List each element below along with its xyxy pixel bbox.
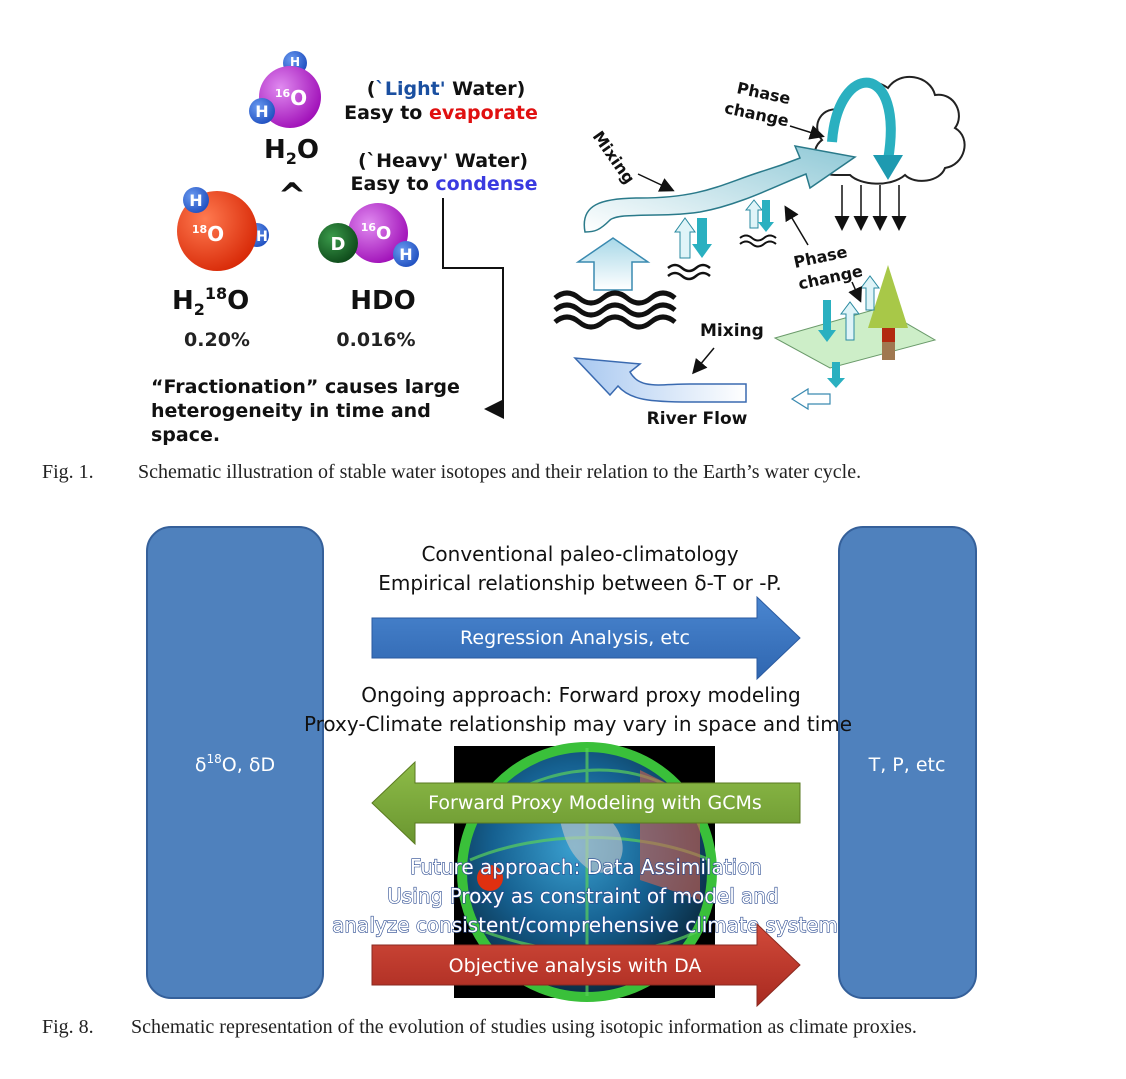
- river-flow-arrow: [573, 357, 747, 403]
- water-cycle: Phasechange Mixing Phasechange Mixing Ri…: [553, 75, 966, 429]
- h218o-oxygen-label: 18O: [192, 222, 224, 246]
- hdo-formula: HDO: [350, 286, 415, 316]
- molecule-hdo: D H 16O HDO 0.016%: [318, 203, 419, 351]
- gcm-globe-red-marker: [477, 865, 503, 891]
- forward-modeling-arrow-label: Forward Proxy Modeling with GCMs: [428, 792, 762, 814]
- data-assimilation-arrow-label: Objective analysis with DA: [449, 955, 702, 977]
- h218o-h-top-label: H: [189, 191, 202, 210]
- regression-arrow-label: Regression Analysis, etc: [460, 627, 690, 649]
- fig8-caption-number: Fig. 8.: [42, 1016, 94, 1038]
- fig1-caption: Schematic illustration of stable water i…: [138, 461, 861, 483]
- tree-trunk-bottom: [882, 340, 895, 360]
- river-flow-label: River Flow: [647, 409, 748, 429]
- proxy-box: [146, 526, 324, 999]
- fig1-caption-number: Fig. 1.: [42, 461, 94, 483]
- hdo-oxygen-label: 16O: [361, 221, 392, 244]
- small-waves-mid: [667, 263, 711, 281]
- ocean-waves: [553, 290, 677, 330]
- heavy-water-text: (`Heavy' Water) Easy to condense: [351, 150, 538, 195]
- hdo-deuterium: [318, 223, 358, 263]
- future-approach-text: Future approach: Data Assimilation Using…: [332, 854, 839, 937]
- up-arrow-mid: [674, 217, 696, 259]
- condensation-loop-head: [873, 155, 903, 180]
- molecule-h218o: H H 18O H218O 0.20%: [172, 187, 269, 351]
- fractionation-text: “Fractionation” causes large heterogenei…: [151, 376, 460, 446]
- evaporation-arrow: [575, 237, 651, 291]
- hdo-hydrogen: [393, 241, 419, 267]
- regression-arrow: [371, 595, 801, 681]
- phase-change-top-label: Phasechange: [723, 77, 796, 131]
- molecule-h2o: H H 16O H2O ^: [249, 51, 321, 216]
- mixing-top-pointer: [637, 173, 675, 192]
- mixing-bottom-label: Mixing: [700, 321, 764, 341]
- future-line-2: Using Proxy as constraint of model and: [387, 884, 779, 908]
- h218o-h-right-label: H: [256, 229, 268, 245]
- small-waves-right: [739, 234, 777, 248]
- land-up-arrow-1: [840, 301, 860, 341]
- runoff-left-arrow: [790, 387, 831, 411]
- down-arrow-right: [758, 200, 774, 232]
- h218o-formula: H218O: [172, 284, 249, 319]
- data-assimilation-arrow: [371, 922, 801, 1008]
- h2o-h-left-label: H: [255, 102, 268, 121]
- mixing-bottom-pointer: [692, 347, 715, 375]
- up-arrow-right: [744, 199, 764, 229]
- phase-change-mid-pointer: [784, 205, 809, 246]
- bracket-arrow: [442, 198, 504, 419]
- fractionation-line-1: “Fractionation” causes large: [151, 376, 460, 398]
- conventional-line-2: Empirical relationship between δ-T or -P…: [378, 571, 781, 595]
- future-line-1: Future approach: Data Assimilation: [410, 855, 762, 879]
- light-water-text: (`Light' Water) Easy to evaporate: [344, 78, 538, 124]
- land-down-arrow: [818, 300, 836, 342]
- ongoing-line-2: Proxy-Climate relationship may vary in s…: [304, 712, 852, 736]
- condensation-loop-arrow: [827, 77, 896, 161]
- light-water-title: (`Light' Water): [367, 78, 526, 100]
- forward-modeling-arrow: [371, 760, 801, 846]
- gcm-globe-land: [560, 809, 623, 873]
- phase-change-land-pointer: [848, 281, 862, 303]
- mixing-top-label: Mixing: [589, 127, 639, 187]
- h2o-oxygen-label: 16O: [275, 86, 307, 110]
- rain-lines: [834, 185, 907, 231]
- light-water-property: Easy to evaporate: [344, 102, 538, 124]
- fig8-caption: Schematic representation of the evolutio…: [131, 1016, 917, 1038]
- phase-change-top-pointer: [789, 125, 825, 140]
- ongoing-line-1: Ongoing approach: Forward proxy modeling: [361, 683, 800, 707]
- land-plane: [773, 307, 937, 369]
- hdo-abundance: 0.016%: [336, 329, 415, 351]
- climate-box-label: T, P, etc: [868, 754, 946, 776]
- heavy-water-title: (`Heavy' Water): [358, 150, 528, 172]
- climate-box: [838, 526, 977, 999]
- proxy-box-label: δ18O, δD: [195, 752, 275, 776]
- hdo-d-label: D: [331, 234, 346, 255]
- down-arrow-mid: [692, 218, 712, 258]
- mixing-sky-arrow: [583, 145, 857, 233]
- h2o-hydrogen-left: [249, 98, 275, 124]
- h2o-h-top-label: H: [290, 55, 300, 69]
- heavy-water-property: Easy to condense: [351, 173, 538, 195]
- land-up-arrow-2: [860, 275, 880, 311]
- inequality-sign: ^: [278, 176, 307, 216]
- future-line-3: analyze consistent/comprehensive climate…: [332, 913, 838, 937]
- h218o-abundance: 0.20%: [184, 329, 250, 351]
- h2o-formula: H2O: [264, 135, 319, 168]
- tree-icon: [868, 265, 908, 328]
- h218o-hydrogen-top: [183, 187, 209, 213]
- hdo-h-label: H: [399, 245, 412, 264]
- runoff-down-arrow: [827, 362, 845, 388]
- conventional-line-1: Conventional paleo-climatology: [421, 542, 738, 566]
- fractionation-line-3: space.: [151, 424, 220, 446]
- hdo-oxygen: [348, 203, 408, 263]
- fractionation-line-2: heterogeneity in time and: [151, 400, 431, 422]
